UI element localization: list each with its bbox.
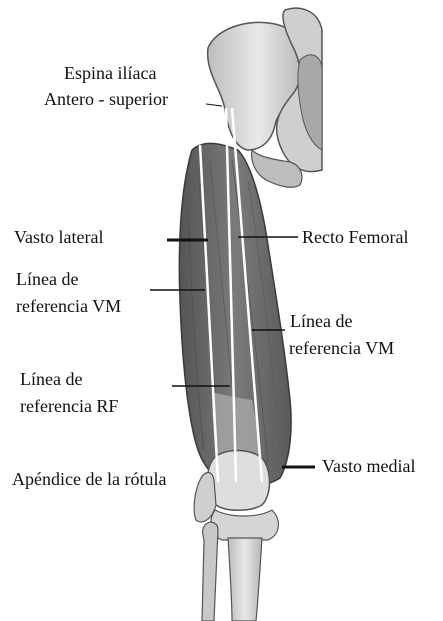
leader-asis [206, 104, 222, 106]
label-linea-vm-right-line2: referencia VM [289, 337, 394, 359]
label-linea-rf-line1: Línea de [20, 368, 82, 390]
tibia [228, 538, 262, 621]
label-apendice-rotula: Apéndice de la rótula [12, 468, 166, 490]
label-linea-rf-line2: referencia RF [20, 395, 118, 417]
label-linea-vm-left-line1: Línea de [16, 268, 78, 290]
label-asis-line1: Espina ilíaca [64, 62, 156, 84]
label-asis-line2: Antero - superior [44, 88, 168, 110]
label-linea-vm-right-line1: Línea de [290, 310, 352, 332]
label-recto-femoral: Recto Femoral [302, 226, 408, 248]
fibula [202, 522, 218, 621]
label-linea-vm-left-line2: referencia VM [16, 295, 121, 317]
tibia-head [211, 510, 278, 540]
label-vasto-medial: Vasto medial [322, 455, 415, 477]
label-vasto-lateral: Vasto lateral [14, 226, 103, 248]
